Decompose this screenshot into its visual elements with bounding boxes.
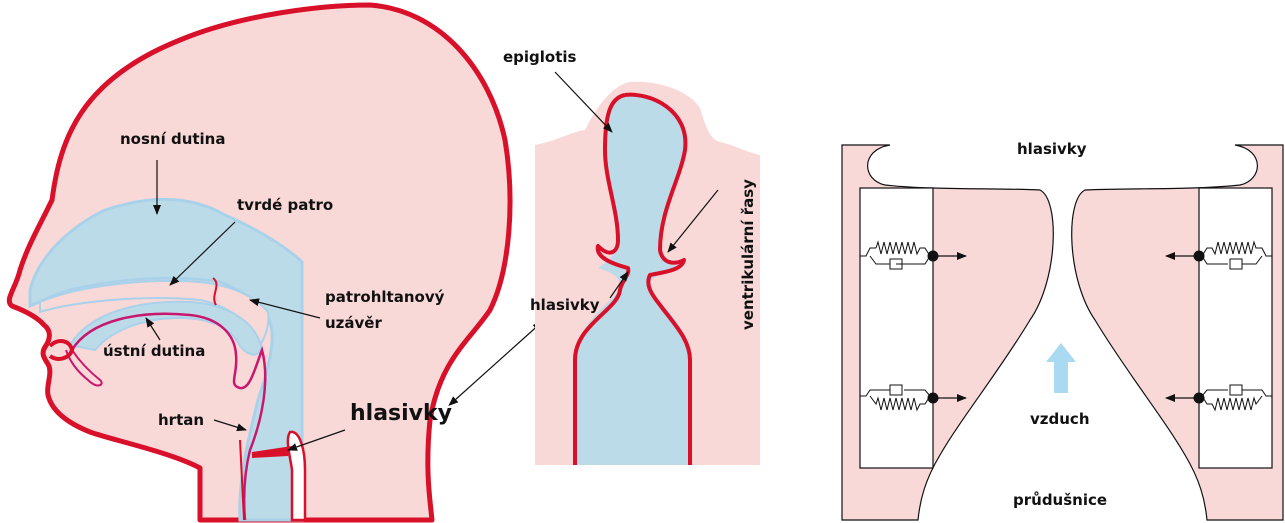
label-model-vocal-folds: hlasivky	[1017, 140, 1087, 158]
label-vocal-folds-main: hlasivky	[350, 401, 452, 426]
airflow-arrow	[1046, 343, 1076, 393]
model-right-frame	[1199, 188, 1272, 468]
label-vocal-folds-section: hlasivky	[530, 296, 600, 314]
right-lower-mass	[1194, 393, 1205, 404]
label-ventricular-folds: ventrikulární řasy	[739, 179, 757, 330]
left-lower-mass	[928, 393, 939, 404]
label-epiglottis: epiglotis	[503, 48, 577, 66]
label-trachea: průdušnice	[1013, 491, 1107, 509]
label-larynx: hrtan	[158, 411, 204, 429]
label-velopharyngeal-1: patrohltanový	[325, 288, 445, 306]
larynx-section	[535, 82, 760, 465]
label-hard-palate: tvrdé patro	[237, 196, 333, 214]
label-velopharyngeal-2: uzávěr	[325, 314, 382, 332]
two-mass-model	[842, 145, 1283, 520]
model-left-frame	[860, 188, 933, 468]
head-illustration	[9, 5, 510, 520]
label-oral-cavity: ústní dutina	[103, 342, 205, 360]
label-air: vzduch	[1030, 410, 1090, 428]
label-nasal-cavity: nosní dutina	[120, 130, 225, 148]
right-upper-mass	[1194, 251, 1205, 262]
left-upper-mass	[928, 251, 939, 262]
